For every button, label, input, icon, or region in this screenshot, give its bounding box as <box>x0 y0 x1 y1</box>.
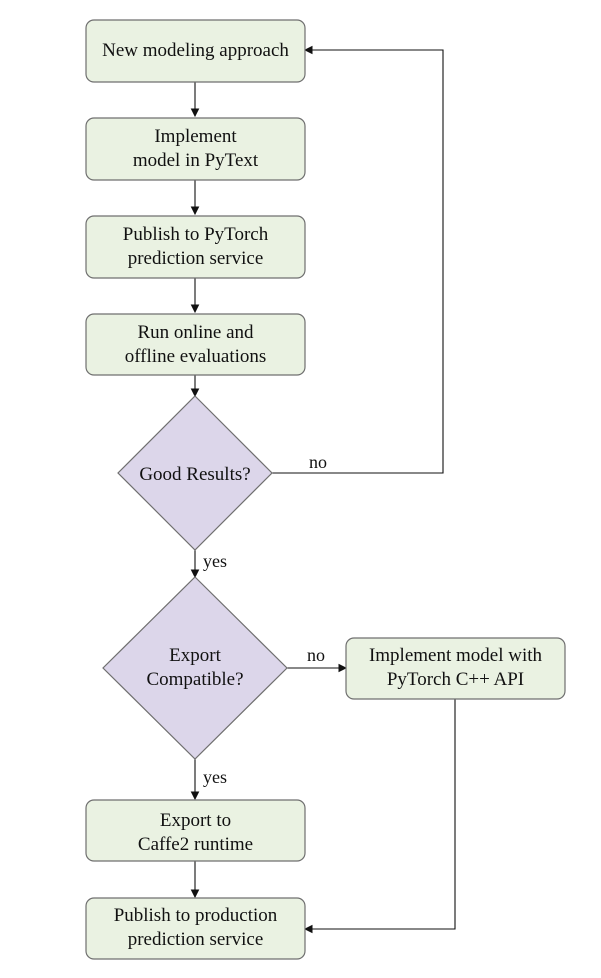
node-implement-pytext-line-1: Implement <box>154 126 237 147</box>
node-export-compatible-line-1: Export <box>169 645 221 666</box>
node-run-evaluations-line-2: offline evaluations <box>125 346 267 367</box>
node-implement-cpp-line-2: PyTorch C++ API <box>387 669 524 690</box>
node-publish-pytorch-line-2: prediction service <box>128 248 264 269</box>
good-results-yes-label: yes <box>203 551 227 571</box>
node-new-modeling-approach-line-1: New modeling approach <box>102 40 289 61</box>
node-publish-production-line-1: Publish to production <box>114 905 278 926</box>
node-export-caffe2-line-2: Caffe2 runtime <box>138 834 253 855</box>
node-implement-pytext-line-2: model in PyText <box>133 150 259 171</box>
export-compatible-yes-label: yes <box>203 767 227 787</box>
node-implement-cpp-line-1: Implement model with <box>369 645 543 666</box>
node-publish-pytorch: Publish to PyTorch prediction service <box>85 215 306 279</box>
node-run-evaluations-line-1: Run online and <box>137 322 254 343</box>
node-export-compatible: Export Compatible? <box>102 576 288 760</box>
node-publish-production: Publish to production prediction service <box>85 897 306 960</box>
export-compatible-no-label: no <box>307 645 325 665</box>
node-publish-pytorch-line-1: Publish to PyTorch <box>123 224 269 245</box>
node-implement-pytext: Implement model in PyText <box>85 117 306 181</box>
node-good-results-line-1: Good Results? <box>139 464 250 485</box>
node-publish-production-line-2: prediction service <box>128 929 264 950</box>
connectors <box>190 45 456 934</box>
arrow-cpp-to-production <box>303 699 456 934</box>
node-export-caffe2: Export to Caffe2 runtime <box>85 799 306 862</box>
node-run-evaluations: Run online and offline evaluations <box>85 313 306 376</box>
node-export-compatible-line-2: Compatible? <box>146 669 243 690</box>
node-implement-cpp: Implement model with PyTorch C++ API <box>345 637 566 700</box>
good-results-no-label: no <box>309 452 327 472</box>
node-good-results: Good Results? <box>117 395 273 551</box>
arrow-good-results-no-loop <box>272 45 444 474</box>
node-new-modeling-approach: New modeling approach <box>85 19 306 83</box>
node-export-caffe2-line-1: Export to <box>160 810 231 831</box>
